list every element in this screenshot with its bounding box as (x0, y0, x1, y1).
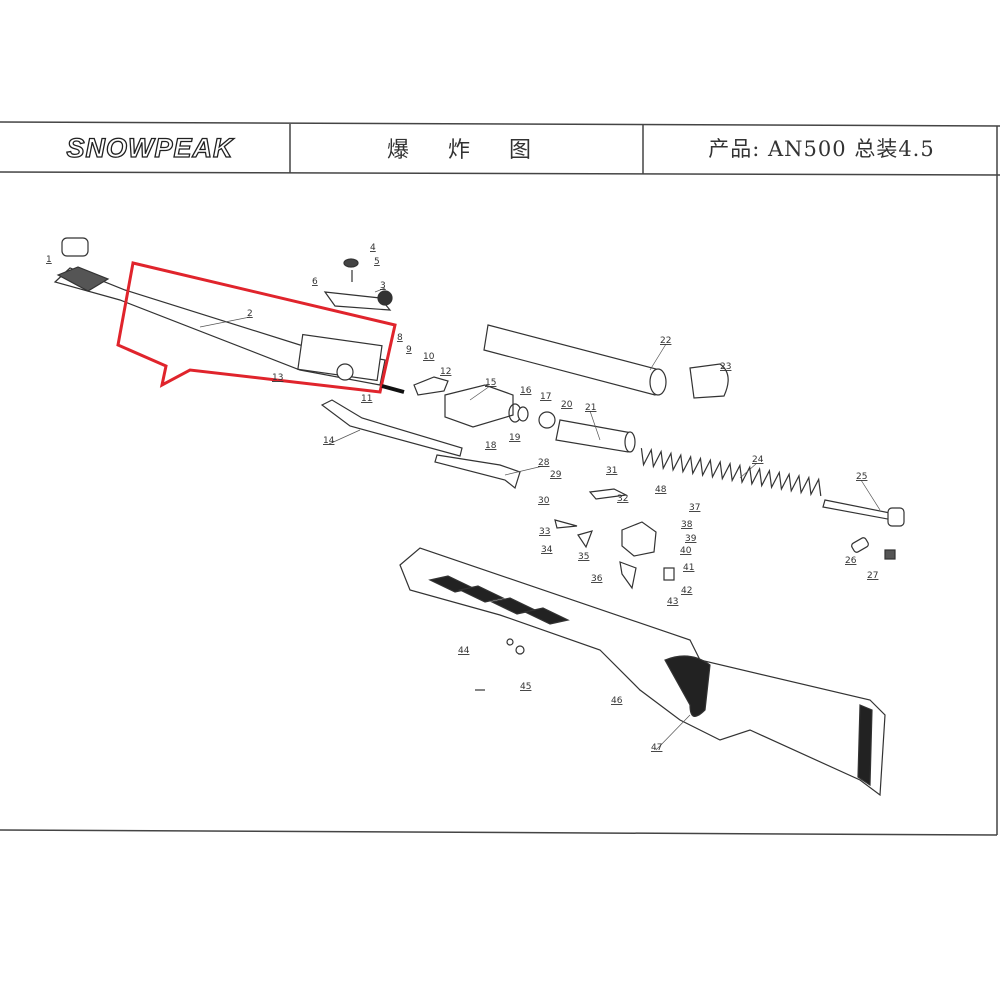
page-title: 爆 炸 图 (387, 138, 547, 163)
part-label: 26 (845, 556, 857, 566)
part-label: 24 (752, 455, 764, 465)
part-27 (884, 549, 896, 560)
part-label: 38 (681, 520, 693, 530)
part-label: 45 (520, 682, 531, 692)
part-label: 19 (509, 433, 521, 443)
product-label: 产品: AN500 总装4.5 (708, 137, 935, 161)
part-label: 18 (485, 441, 497, 451)
part-label: 42 (681, 586, 692, 596)
part-label: 20 (561, 400, 573, 410)
part-label: 22 (660, 336, 671, 346)
part-label: 13 (272, 373, 283, 383)
part-label: 15 (485, 378, 496, 388)
part-label: 43 (667, 597, 678, 607)
part-4-knob (343, 258, 359, 268)
part-label: 23 (720, 362, 731, 372)
part-label: 29 (550, 470, 562, 480)
part-label: 28 (538, 458, 550, 468)
part-number-labels: 1 2 3 4 5 6 8 9 10 11 12 13 14 15 16 17 … (46, 243, 878, 753)
part-label: 41 (683, 563, 694, 573)
grip-panel (664, 655, 711, 717)
parts-drawing (53, 237, 905, 797)
part-label: 32 (617, 494, 628, 504)
part-label: 25 (856, 472, 867, 482)
part-15-compression-chamber (444, 384, 514, 428)
part-label: 8 (397, 333, 403, 343)
leader-lines (199, 287, 881, 751)
part-47-stock (399, 547, 886, 797)
part-label: 17 (540, 392, 551, 402)
part-23-end-cap (689, 363, 729, 399)
part-label: 5 (374, 257, 380, 267)
part-label: 46 (611, 696, 623, 706)
part-label: 30 (538, 496, 550, 506)
part-label: 10 (423, 352, 435, 362)
part-43-trigger (619, 561, 637, 590)
part-26 (851, 537, 869, 553)
butt-pad (857, 704, 873, 787)
part-11-spring (381, 384, 405, 394)
part-label: 33 (539, 527, 550, 537)
part-label: 11 (361, 394, 372, 404)
part-label: 14 (323, 436, 335, 446)
part-16-washer (517, 406, 529, 422)
part-14-lever (320, 399, 463, 457)
part-24-mainspring (640, 447, 822, 497)
part-41 (663, 567, 675, 581)
part-label: 27 (867, 571, 878, 581)
part-3-rear-sight (323, 291, 392, 311)
part-label: 6 (312, 277, 318, 287)
highlight-callout (116, 261, 397, 394)
part-label: 12 (440, 367, 451, 377)
part-label: 2 (247, 309, 253, 319)
part-label: 34 (541, 545, 553, 555)
part-label: 48 (655, 485, 667, 495)
part-label: 4 (370, 243, 376, 253)
part-22-tube (483, 324, 661, 396)
part-25-spring-guide (822, 499, 896, 521)
part-label: 16 (520, 386, 532, 396)
part-12 (413, 376, 449, 396)
part-31 (588, 488, 629, 500)
part-28-trigger-bar (434, 454, 521, 490)
part-label: 1 (46, 255, 52, 265)
title-block-frame (0, 121, 1000, 836)
part-label: 44 (458, 646, 470, 656)
part-21-piston (555, 419, 633, 453)
part-39-trigger-housing (621, 521, 657, 557)
front-sight-icon (56, 266, 110, 292)
part-label: 21 (585, 403, 596, 413)
part-label: 36 (591, 574, 603, 584)
part-label: 37 (689, 503, 700, 513)
brand-logo: SNOWPEAK (66, 132, 234, 163)
part-1-front-cap (61, 237, 89, 257)
part-20-seal (538, 411, 556, 429)
part-34 (577, 530, 593, 549)
part-label: 40 (680, 546, 692, 556)
part-label: 9 (406, 345, 412, 355)
part-label: 39 (685, 534, 697, 544)
part-label: 47 (651, 743, 662, 753)
part-label: 3 (380, 281, 386, 291)
part-label: 35 (578, 552, 589, 562)
part-label: 31 (606, 466, 617, 476)
